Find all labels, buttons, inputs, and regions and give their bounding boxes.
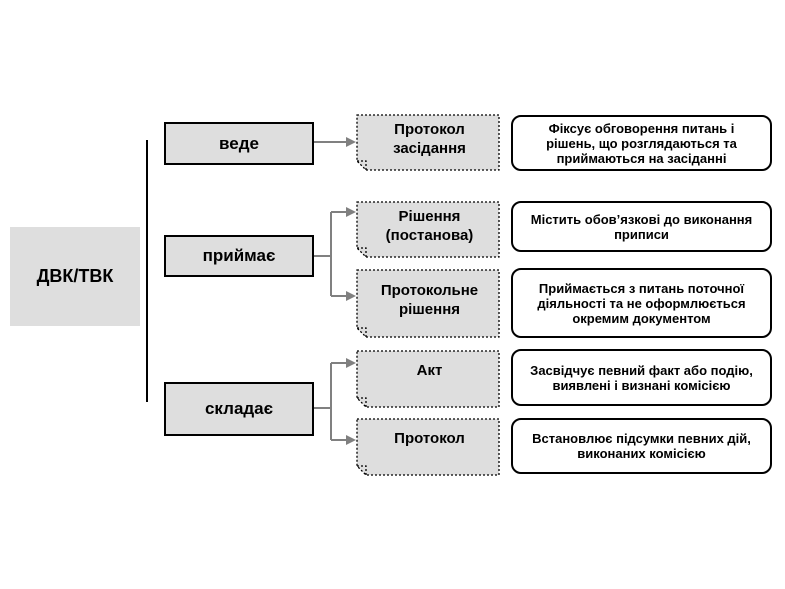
doc-act-label: Акт [416,362,443,379]
doc-decision: Рішення (постанова) [356,201,501,258]
desc-meeting-protocol: Фіксує обговорення питань і рішень, що р… [511,115,772,171]
root-label: ДВК/ТВК [36,266,114,286]
root-bracket-line [146,140,148,402]
desc-decision-text: Містить обов’язкові до виконання приписи [530,211,753,242]
doc-decision-label: Рішення (постанова) [385,207,474,244]
verb-lead-label: веде [219,133,259,153]
verb-lead: веде [164,122,314,165]
verb-compose: складає [164,382,314,436]
desc-protocol-decision: Приймається з питань поточної діяльності… [511,268,772,338]
doc-protocol-label: Протокол [394,430,465,447]
verb-accept: приймає [164,235,314,277]
doc-meeting-protocol-label: Протокол засідання [393,120,466,157]
doc-protocol: Протокол [356,418,501,476]
desc-meeting-protocol-text: Фіксує обговорення питань і рішень, що р… [546,120,737,166]
document-shape-icon [356,269,500,338]
document-shape-icon [356,418,500,476]
desc-protocol-text: Встановлює підсумки певних дій, виконани… [532,431,751,461]
document-shape-icon [356,201,500,258]
document-shape-icon [356,114,500,171]
desc-protocol: Встановлює підсумки певних дій, виконани… [511,418,772,474]
desc-act: Засвідчує певний факт або подію, виявлен… [511,349,772,406]
doc-meeting-protocol: Протокол засідання [356,114,501,171]
desc-protocol-decision-text: Приймається з питань поточної діяльності… [537,280,746,326]
verb-accept-label: приймає [202,246,276,265]
doc-protocol-decision-label: Протокольне рішення [380,281,479,318]
desc-decision: Містить обов’язкові до виконання приписи [511,201,772,252]
desc-act-text: Засвідчує певний факт або подію, виявлен… [530,362,753,393]
root-node: ДВК/ТВК [10,227,140,326]
doc-protocol-decision: Протокольне рішення [356,269,501,338]
doc-act: Акт [356,350,501,408]
verb-compose-label: складає [204,399,274,418]
document-shape-icon [356,350,500,408]
